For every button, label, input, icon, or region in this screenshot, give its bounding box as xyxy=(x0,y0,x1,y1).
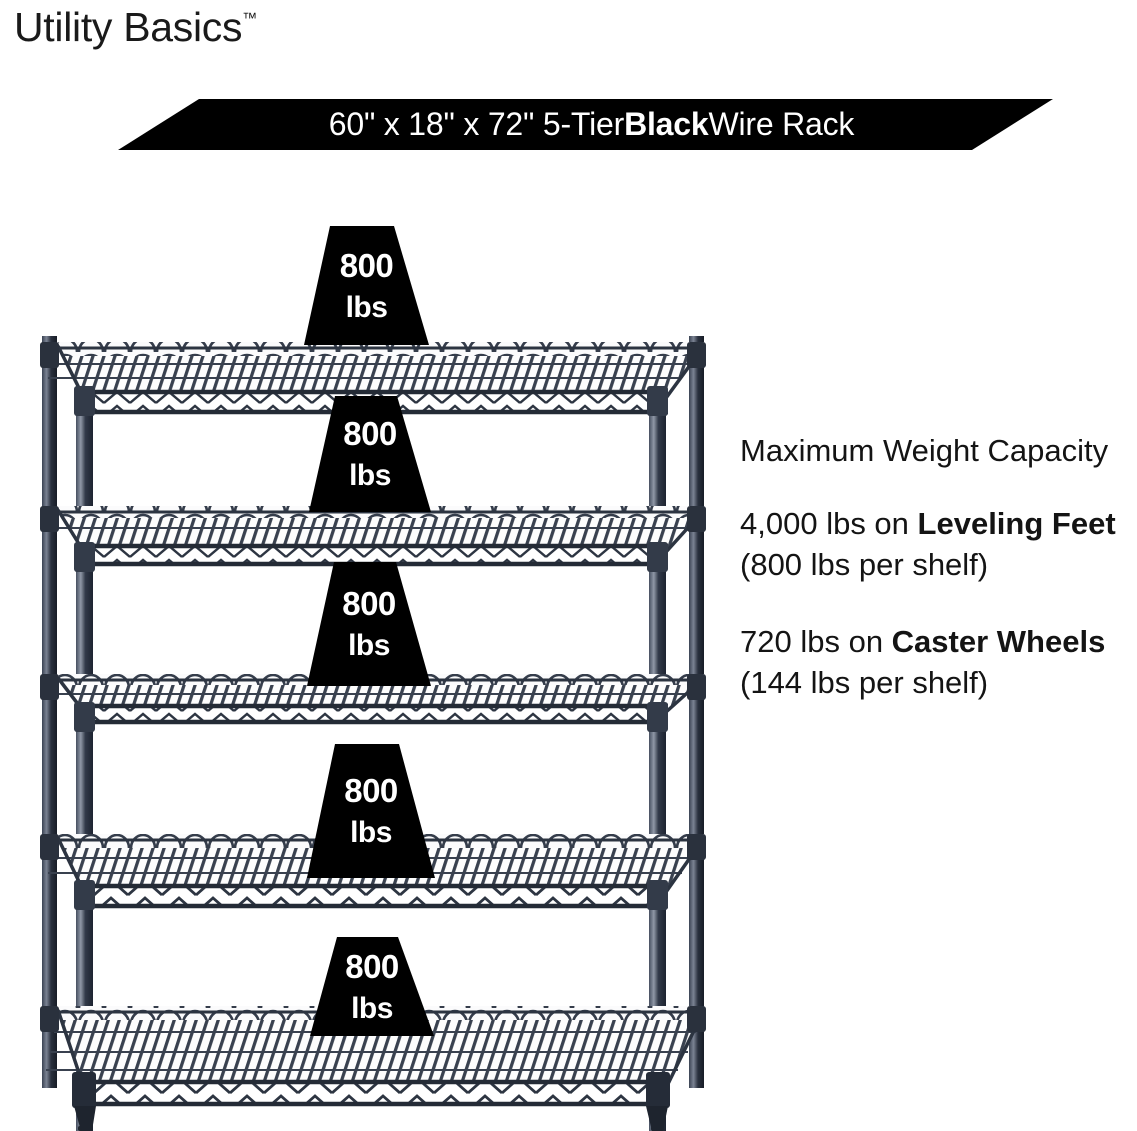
weight-badge-text: 800 lbs xyxy=(304,226,429,345)
caster-tail: (144 lbs per shelf) xyxy=(740,665,989,700)
weight-badge-text: 800 lbs xyxy=(307,562,431,686)
weight-badge-unit: lbs xyxy=(349,459,391,492)
banner-title-text: 60" x 18" x 72" 5-Tier Black Wire Rack xyxy=(118,99,1053,150)
banner-title-suffix: Wire Rack xyxy=(708,106,855,142)
banner-title-prefix: 60" x 18" x 72" 5-Tier xyxy=(328,106,625,142)
weight-badge-text: 800 lbs xyxy=(307,744,435,878)
weight-badge-value: 800 xyxy=(345,947,399,985)
weight-badge-value: 800 xyxy=(342,585,396,622)
post-rear-left xyxy=(42,336,57,1088)
caster-bold: Caster Wheels xyxy=(891,624,1106,659)
leveling-tail: (800 lbs per shelf) xyxy=(740,547,989,582)
weight-badge-tier-3: 800 lbs xyxy=(307,562,431,686)
capacity-info-block: Maximum Weight Capacity 4,000 lbs on Lev… xyxy=(740,432,1132,739)
capacity-heading: Maximum Weight Capacity xyxy=(740,433,1109,468)
weight-badge-text: 800 lbs xyxy=(309,396,431,512)
weight-badge-unit: lbs xyxy=(351,991,393,1025)
product-title-banner: 60" x 18" x 72" 5-Tier Black Wire Rack xyxy=(118,99,1053,150)
leveling-feet xyxy=(74,1106,668,1131)
brand-name: Utility Basics xyxy=(14,4,243,50)
capacity-caster-wheels: 720 lbs on Caster Wheels (144 lbs per sh… xyxy=(740,621,1132,703)
weight-badge-unit: lbs xyxy=(345,290,388,324)
banner-title-highlight: Black xyxy=(624,106,709,142)
shelf-tier-3 xyxy=(40,674,706,732)
capacity-leveling-feet: 4,000 lbs on Leveling Feet (800 lbs per … xyxy=(740,503,1132,585)
shelf-tier-4 xyxy=(40,834,706,910)
weight-badge-tier-4: 800 lbs xyxy=(307,744,435,878)
banner-background-shape xyxy=(118,99,1053,150)
weight-badge-text: 800 lbs xyxy=(310,937,434,1036)
caster-lead: 720 lbs on xyxy=(740,624,892,659)
post-rear-right xyxy=(689,336,704,1088)
wire-rack-svg xyxy=(40,336,706,1131)
weight-badge-unit: lbs xyxy=(350,816,392,849)
weight-badge-value: 800 xyxy=(339,246,394,284)
trademark-symbol: ™ xyxy=(242,10,258,27)
weight-badge-value: 800 xyxy=(344,772,398,809)
leveling-lead: 4,000 lbs on xyxy=(740,506,918,541)
weight-badge-tier-5: 800 lbs xyxy=(310,937,434,1036)
shelf-tier-2 xyxy=(40,506,706,572)
shelf-tier-1 xyxy=(40,342,706,416)
weight-badge-tier-2: 800 lbs xyxy=(309,396,431,512)
weight-badge-tier-1: 800 lbs xyxy=(304,226,429,345)
leveling-bold: Leveling Feet xyxy=(917,506,1116,541)
weight-badge-unit: lbs xyxy=(348,629,390,662)
brand-logo: Utility Basics™ xyxy=(14,4,257,51)
weight-badge-value: 800 xyxy=(343,415,397,452)
wire-rack-illustration xyxy=(26,320,726,1131)
